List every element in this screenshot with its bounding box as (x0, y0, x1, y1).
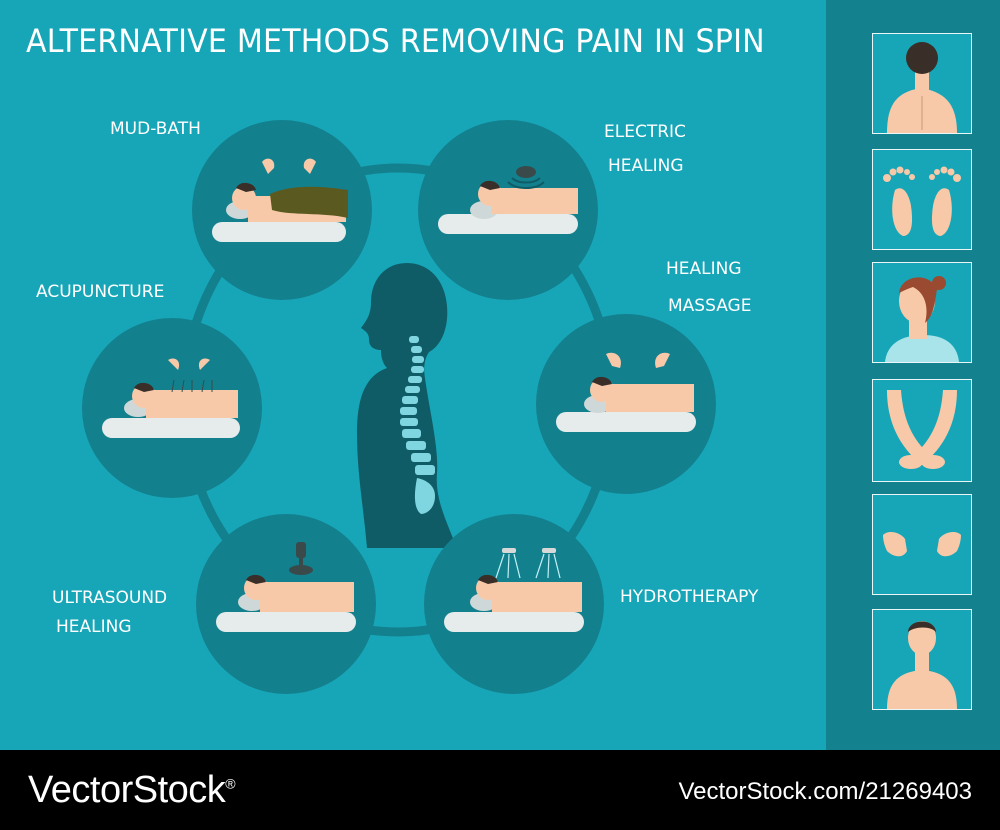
sidebar-card-man (872, 609, 972, 710)
mud-bath-circle (192, 120, 372, 300)
label-massage-1: HEALING (666, 259, 742, 279)
ultrasound-healing-circle (196, 514, 376, 694)
label-acupuncture: ACUPUNCTURE (36, 282, 165, 302)
healing-massage-circle (536, 314, 716, 494)
label-electric-2: HEALING (608, 156, 684, 176)
label-ultrasound-1: ULTRASOUND (52, 588, 168, 608)
body-parts-sidebar (826, 0, 1000, 750)
label-massage-2: MASSAGE (668, 296, 752, 316)
brand-logo: VectorStock® (28, 769, 236, 812)
sidebar-card-hands (872, 494, 972, 595)
sidebar-card-back (872, 33, 972, 134)
acupuncture-circle (82, 318, 262, 498)
sidebar-card-woman (872, 262, 972, 363)
page-title: ALTERNATIVE METHODS REMOVING PAIN IN SPI… (26, 22, 765, 60)
brand-name: VectorStock (28, 769, 226, 811)
feet-icon (883, 166, 961, 236)
woman-icon (885, 276, 959, 362)
back-icon (887, 42, 957, 133)
label-ultrasound-2: HEALING (56, 617, 132, 637)
spine-silhouette-icon (357, 263, 457, 548)
sidebar-card-feet (872, 149, 972, 250)
man-icon (887, 621, 957, 709)
label-hydrotherapy: HYDROTHERAPY (620, 587, 759, 607)
label-electric-1: ELECTRIC (604, 122, 686, 142)
sidebar-card-arms (872, 379, 972, 482)
electric-healing-circle (418, 120, 598, 300)
footer-url: VectorStock.com/21269403 (678, 778, 972, 805)
infographic-panel: ALTERNATIVE METHODS REMOVING PAIN IN SPI… (0, 0, 826, 750)
brand-mark: ® (225, 775, 236, 792)
hands-icon (883, 532, 961, 557)
footer-bar: VectorStock® VectorStock.com/21269403 (0, 750, 1000, 830)
label-mud-bath: MUD-BATH (110, 119, 201, 139)
hydrotherapy-circle (424, 514, 604, 694)
arms-icon (887, 390, 957, 469)
